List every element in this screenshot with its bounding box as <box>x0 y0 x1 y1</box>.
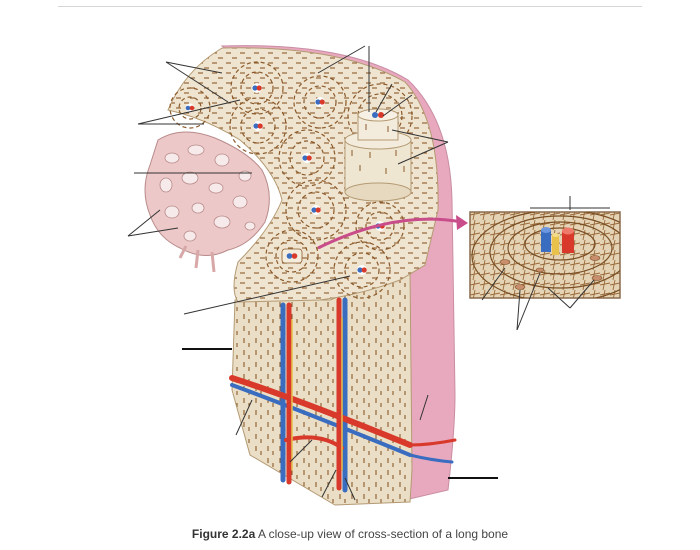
spongy-bone <box>144 131 270 273</box>
top-divider <box>58 6 642 7</box>
magnify-arrow <box>317 217 463 250</box>
figure-label: Figure 2.2a <box>191 527 256 541</box>
leader-lines <box>127 45 610 501</box>
central-canals <box>185 83 385 275</box>
magnify-arrowhead <box>456 215 468 230</box>
osteon-closeup-inset <box>469 211 621 299</box>
blood-vessels <box>229 297 457 493</box>
osteon-cylinder <box>344 108 412 202</box>
figure-caption: Figure 2.2a A close-up view of cross-sec… <box>0 527 700 541</box>
label-bars <box>182 348 498 479</box>
figure-caption-text: A close-up view of cross-section of a lo… <box>257 527 509 541</box>
